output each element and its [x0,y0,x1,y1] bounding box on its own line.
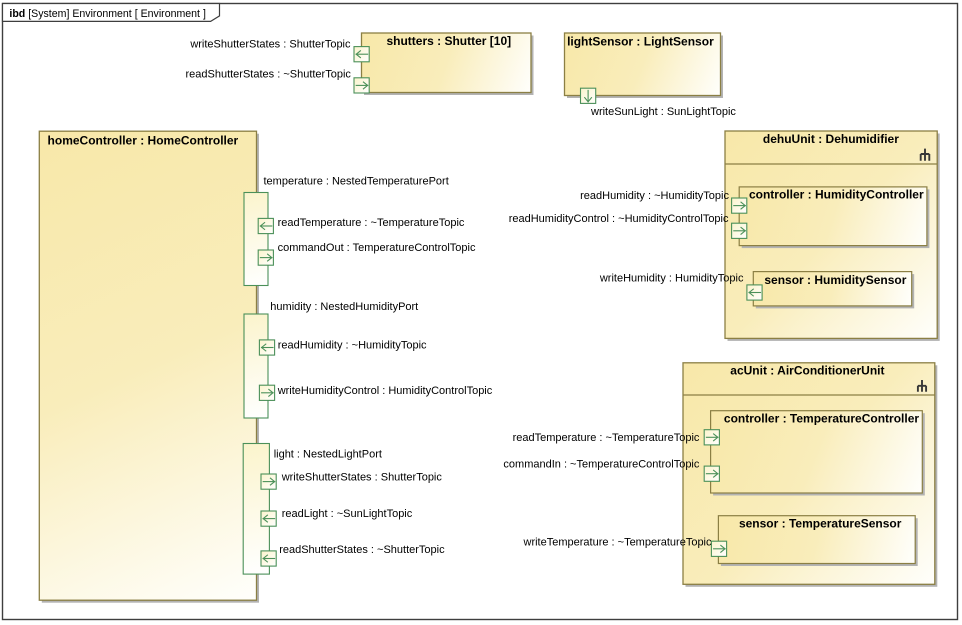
svg-text:shutters : Shutter [10]: shutters : Shutter [10] [386,34,511,48]
svg-text:readHumidityControl : ~Humidit: readHumidityControl : ~HumidityControlTo… [509,213,729,225]
svg-text:humidity : NestedHumidityPort: humidity : NestedHumidityPort [270,301,418,313]
svg-text:controller : TemperatureContro: controller : TemperatureController [724,411,919,425]
svg-text:readShutterStates : ~ShutterTo: readShutterStates : ~ShutterTopic [185,69,351,81]
svg-text:dehuUnit : Dehumidifier: dehuUnit : Dehumidifier [763,132,899,146]
svg-text:readHumidity : ~HumidityTopic: readHumidity : ~HumidityTopic [580,190,729,202]
svg-text:writeShutterStates : ShutterTo: writeShutterStates : ShutterTopic [281,471,443,483]
svg-text:readLight : ~SunLightTopic: readLight : ~SunLightTopic [282,508,413,520]
svg-text:readHumidity : ~HumidityTopic: readHumidity : ~HumidityTopic [278,340,427,352]
svg-text:temperature : NestedTemperatur: temperature : NestedTemperaturePort [264,176,449,188]
svg-text:sensor : HumiditySensor: sensor : HumiditySensor [764,273,906,287]
svg-text:writeShutterStates : ShutterTo: writeShutterStates : ShutterTopic [189,39,351,51]
svg-text:readTemperature : ~Temperature: readTemperature : ~TemperatureTopic [513,432,700,444]
svg-text:light : NestedLightPort: light : NestedLightPort [274,449,382,461]
svg-text:lightSensor : LightSensor: lightSensor : LightSensor [567,35,714,49]
svg-text:writeHumidityControl : Humidit: writeHumidityControl : HumidityControlTo… [277,385,493,397]
svg-text:controller : HumidityControlle: controller : HumidityController [749,187,924,201]
svg-text:commandOut : TemperatureContro: commandOut : TemperatureControlTopic [278,242,476,254]
svg-text:writeSunLight : SunLightTopic: writeSunLight : SunLightTopic [590,106,736,118]
svg-text:ibd [System] Environment [ Env: ibd [System] Environment [ Environment ] [9,8,206,20]
svg-text:sensor : TemperatureSensor: sensor : TemperatureSensor [739,517,902,531]
svg-text:writeTemperature : ~Temperatur: writeTemperature : ~TemperatureTopic [523,536,712,548]
svg-text:writeHumidity : HumidityTopic: writeHumidity : HumidityTopic [599,273,744,285]
svg-text:readShutterStates : ~ShutterTo: readShutterStates : ~ShutterTopic [279,544,445,556]
svg-text:homeController : HomeControlle: homeController : HomeController [48,134,239,148]
svg-text:readTemperature : ~Temperature: readTemperature : ~TemperatureTopic [278,217,465,229]
svg-text:commandIn : ~TemperatureContro: commandIn : ~TemperatureControlTopic [503,459,699,471]
svg-text:acUnit : AirConditionerUnit: acUnit : AirConditionerUnit [730,364,884,378]
